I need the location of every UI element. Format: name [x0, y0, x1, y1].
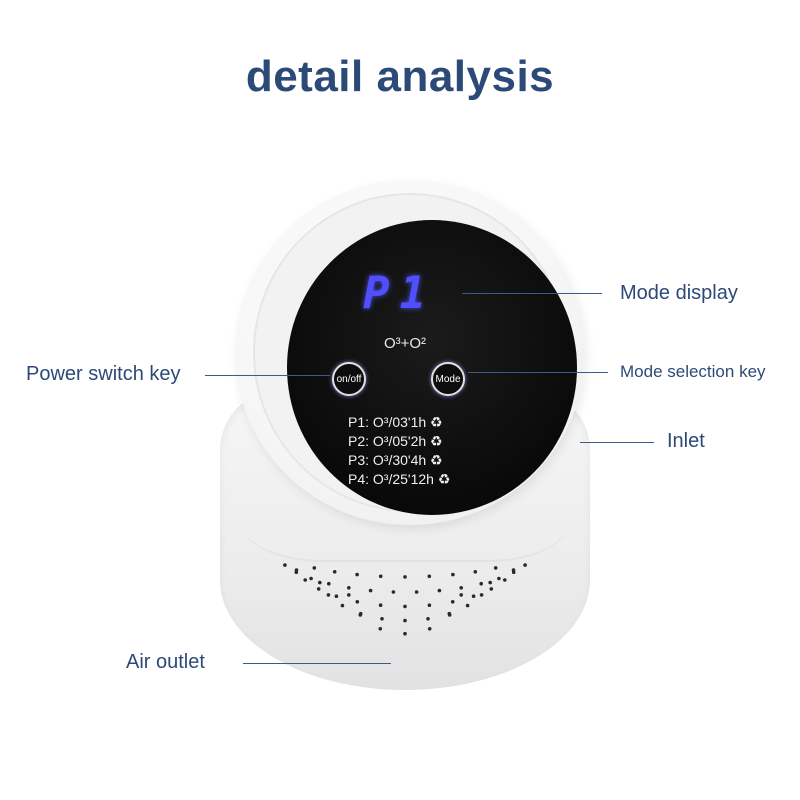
outlet-hole: [450, 600, 455, 604]
outlet-hole: [427, 603, 432, 607]
outlet-hole: [309, 576, 313, 581]
outlet-hole: [378, 627, 383, 631]
outlet-hole: [334, 594, 339, 598]
outlet-hole: [489, 587, 494, 591]
inlet-line: [580, 442, 654, 443]
outlet-hole: [465, 603, 470, 608]
outlet-hole: [426, 617, 430, 621]
program-row: P1: O³/03'1h ♻: [348, 414, 443, 430]
outlet-hole: [378, 574, 383, 579]
outlet-hole: [427, 574, 432, 579]
outlet-hole: [427, 627, 432, 631]
mode-selection-line: [468, 372, 608, 373]
outlet-hole: [294, 568, 299, 572]
outlet-hole: [403, 631, 407, 636]
outlet-hole: [403, 604, 407, 609]
outlet-hole: [479, 581, 484, 586]
outlet-hole: [403, 618, 407, 623]
outlet-hole: [437, 588, 442, 593]
outlet-hole: [326, 593, 331, 597]
outlet-hole: [488, 580, 493, 585]
outlet-hole: [355, 572, 359, 577]
program-row: P3: O³/30'4h ♻: [348, 452, 443, 468]
outlet-hole: [471, 594, 476, 598]
device-shoulder: [240, 480, 570, 562]
program-list: P1: O³/03'1h ♻ P2: O³/05'2h ♻ P3: O³/30'…: [348, 413, 450, 489]
outlet-hole: [497, 576, 501, 581]
outlet-hole: [303, 578, 307, 582]
outlet-hole: [312, 566, 317, 570]
outlet-hole: [523, 563, 527, 567]
power-switch-line: [205, 375, 330, 376]
outlet-hole: [459, 593, 463, 597]
outlet-hole: [318, 580, 322, 585]
outlet-hole: [391, 590, 396, 594]
outlet-hole: [327, 581, 331, 586]
outlet-hole: [403, 575, 407, 579]
air-purifier-device: P1 O³+O² on/off Mode P1: O³/03'1h ♻ P2: …: [215, 180, 595, 690]
outlet-hole: [340, 603, 345, 608]
mode-button[interactable]: Mode: [431, 362, 465, 396]
outlet-hole: [316, 587, 321, 591]
outlet-hole: [347, 586, 351, 590]
program-row: P4: O³/25'12h ♻: [348, 471, 451, 487]
outlet-hole: [511, 568, 516, 572]
outlet-hole: [447, 613, 452, 617]
air-outlet-line: [243, 663, 391, 664]
program-row: P2: O³/05'2h ♻: [348, 433, 443, 449]
air-outlet-label: Air outlet: [126, 651, 205, 673]
outlet-hole: [493, 566, 498, 570]
outlet-hole: [473, 570, 478, 574]
device-ring: [255, 195, 577, 515]
outlet-hole: [347, 593, 351, 597]
power-switch-label: Power switch key: [26, 363, 181, 385]
outlet-hole: [414, 590, 419, 594]
outlet-hole: [355, 600, 360, 604]
outlet-hole: [451, 572, 455, 577]
outlet-hole: [503, 578, 507, 582]
mode-display-label: Mode display: [620, 282, 738, 304]
outlet-hole: [283, 563, 287, 567]
inlet-label: Inlet: [667, 430, 705, 452]
page-title: detail analysis: [245, 52, 555, 101]
outlet-hole: [332, 570, 337, 574]
power-button[interactable]: on/off: [332, 362, 366, 396]
outlet-hole: [368, 588, 373, 593]
outlet-hole: [479, 593, 484, 597]
outlet-hole: [380, 617, 384, 621]
outlet-hole: [378, 603, 383, 607]
outlet-hole: [358, 613, 363, 617]
air-outlet-grille: [283, 563, 527, 636]
mode-display: P1: [363, 268, 436, 319]
outlet-hole: [459, 586, 463, 590]
mode-display-line: [462, 293, 602, 294]
ozone-oxygen-label: O³+O²: [383, 335, 427, 352]
mode-selection-label: Mode selection key: [620, 362, 766, 381]
device-head: [235, 180, 585, 525]
